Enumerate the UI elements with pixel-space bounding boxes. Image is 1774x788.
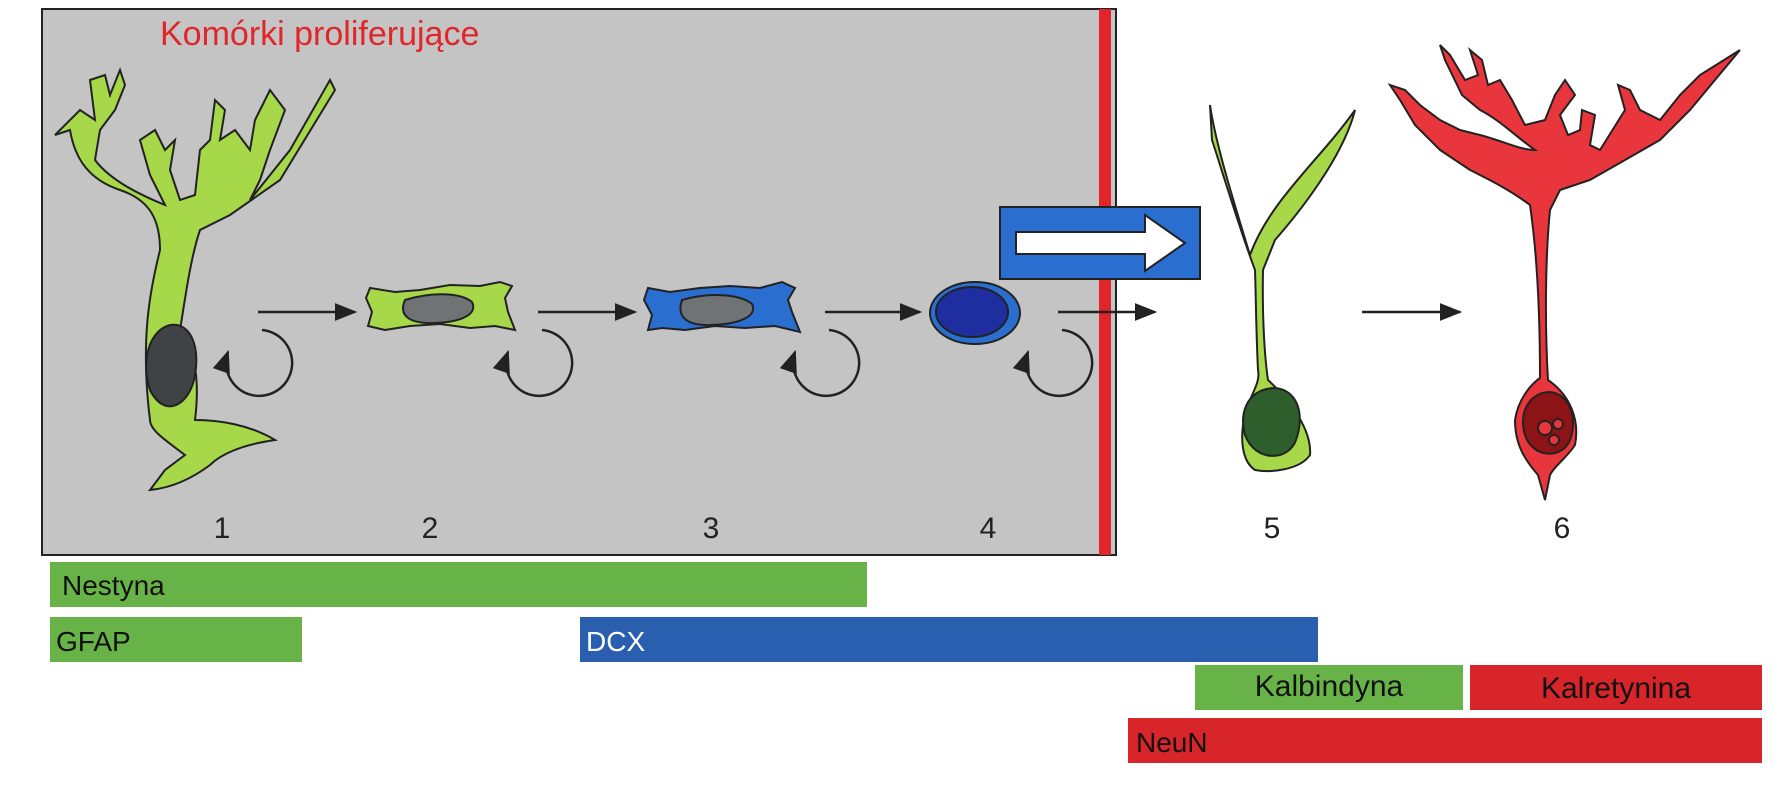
mature-neuron-6 <box>1387 44 1741 501</box>
label-kalretynina: Kalretynina <box>1541 672 1691 705</box>
bar-gfap <box>50 617 302 662</box>
immature-neuron-5 <box>1209 104 1356 473</box>
stage-numbers: 1 2 3 4 5 6 <box>214 512 1571 545</box>
bar-nestyna <box>50 562 867 607</box>
stage-number-1: 1 <box>214 512 231 545</box>
bar-neun <box>1128 718 1762 763</box>
proliferating-region <box>41 8 1117 556</box>
label-dcx: DCX <box>586 626 645 657</box>
stage-number-5: 5 <box>1264 512 1281 545</box>
self-renewal-arrow-3 <box>779 328 861 398</box>
label-nestyna: Nestyna <box>62 570 165 601</box>
proliferation-boundary <box>1099 9 1111 555</box>
exit-arrow <box>999 206 1201 280</box>
label-neun: NeuN <box>1136 727 1208 758</box>
self-renewal-arrow-4 <box>1012 328 1094 398</box>
stage-number-4: 4 <box>980 512 997 545</box>
region-title: Komórki proliferujące <box>160 15 479 53</box>
self-renewal-arrows <box>212 328 1094 398</box>
neuroblast-cell-4 <box>929 281 1021 345</box>
bar-dcx <box>580 617 1318 662</box>
bar-kalretynina <box>1470 665 1762 710</box>
self-renewal-arrow-1 <box>212 328 294 398</box>
stage-number-3: 3 <box>703 512 720 545</box>
progenitor-cell-2 <box>364 280 517 332</box>
label-gfap: GFAP <box>56 626 131 657</box>
self-renewal-arrow-2 <box>492 328 574 398</box>
bar-kalbindyna <box>1195 665 1463 710</box>
progenitor-cell-3 <box>642 280 802 334</box>
label-kalbindyna: Kalbindyna <box>1255 670 1404 703</box>
stage-number-6: 6 <box>1554 512 1571 545</box>
marker-bars: Nestyna GFAP DCX Kalbindyna Kalretynina … <box>50 562 1762 763</box>
stem-cell-1 <box>54 67 337 492</box>
stage-number-2: 2 <box>422 512 439 545</box>
